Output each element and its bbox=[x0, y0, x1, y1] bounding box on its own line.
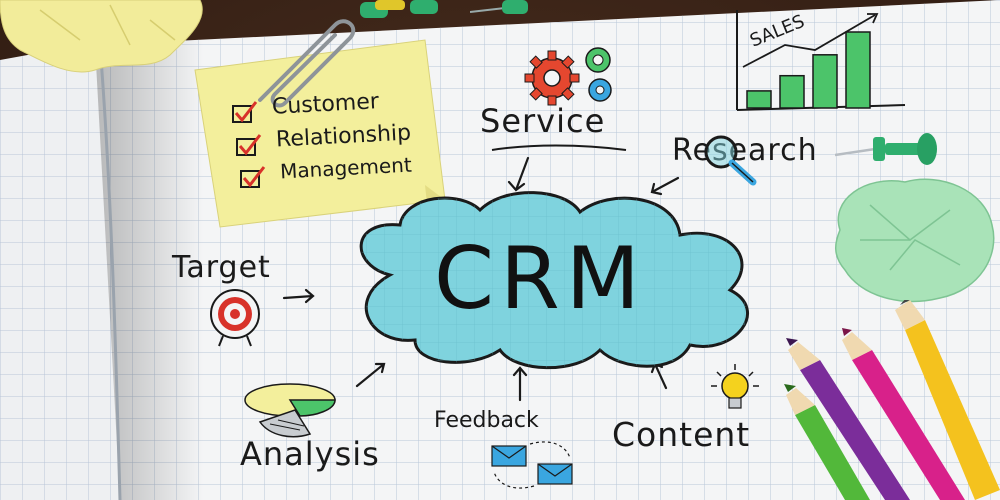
pushpin-icon bbox=[470, 0, 528, 14]
paperclip-icon bbox=[258, 19, 356, 108]
checkbox-icon bbox=[232, 101, 258, 123]
crm-title: CRM bbox=[434, 229, 646, 329]
topic-analysis: Analysis bbox=[240, 435, 380, 473]
pushpin-icon bbox=[835, 133, 937, 165]
topic-content: Content bbox=[612, 415, 751, 454]
pushpin-icon bbox=[360, 0, 438, 18]
sales-bar bbox=[746, 90, 772, 109]
sales-bar bbox=[845, 31, 871, 109]
checkbox-icon bbox=[236, 134, 262, 156]
crumpled-yellow-paper bbox=[0, 0, 203, 73]
sales-bar bbox=[812, 54, 838, 109]
topic-research: Research bbox=[672, 133, 818, 168]
pencil-icon bbox=[895, 300, 1000, 500]
topic-service: Service bbox=[480, 102, 606, 140]
arrow-service bbox=[507, 156, 530, 192]
arrow-research bbox=[650, 176, 680, 196]
arrow-analysis bbox=[355, 362, 386, 388]
arrow-feedback bbox=[512, 366, 528, 402]
sales-chart: SALES bbox=[736, 10, 906, 111]
topic-feedback: Feedback bbox=[434, 408, 539, 433]
lightbulb-icon bbox=[711, 364, 759, 409]
pie-chart-icon bbox=[244, 383, 336, 438]
crm-cloud: CRM bbox=[359, 191, 749, 370]
pencil-icon bbox=[784, 384, 870, 500]
checkbox-icon bbox=[240, 166, 266, 188]
pencil-icon bbox=[786, 338, 910, 500]
topic-target: Target bbox=[172, 250, 271, 285]
crumpled-green-paper bbox=[835, 178, 995, 303]
arrow-target bbox=[282, 288, 315, 304]
envelope-icon bbox=[491, 441, 573, 489]
sales-bar bbox=[779, 74, 805, 109]
service-underline bbox=[491, 144, 627, 151]
magnifier-icon bbox=[704, 135, 757, 186]
target-icon bbox=[210, 289, 260, 347]
pencil-icon bbox=[842, 328, 965, 500]
gear-icon bbox=[524, 47, 612, 106]
colored-pencils bbox=[784, 300, 1000, 500]
